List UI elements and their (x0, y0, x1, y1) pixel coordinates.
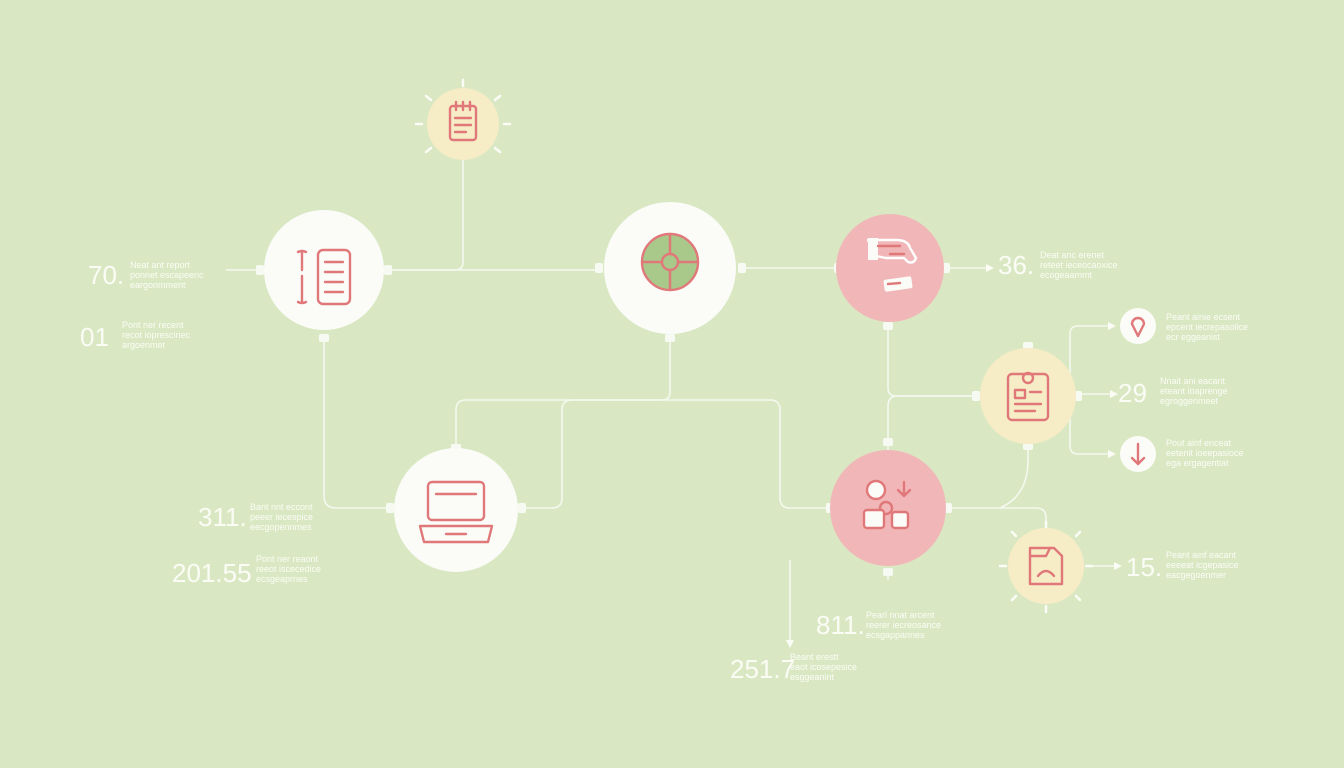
svg-text:Nnait ani eacant: Nnait ani eacant (1160, 376, 1226, 386)
hub-icon (640, 232, 700, 292)
connector-laptop-people (520, 399, 832, 509)
svg-text:esggeanint: esggeanint (790, 672, 835, 682)
svg-text:811.: 811. (816, 610, 865, 640)
svg-text:eecgopennmes: eecgopennmes (250, 522, 312, 532)
svg-text:ecsgappannes: ecsgappannes (866, 630, 925, 640)
svg-text:reerer iecreosance: reerer iecreosance (866, 620, 941, 630)
connector-badge-download (1069, 396, 1108, 455)
connector-hub-laptop (455, 336, 671, 448)
svg-text:peeer iecespice: peeer iecespice (250, 512, 313, 522)
label-01: 01 Pont ner recent recot ioprescinec arg… (80, 320, 191, 352)
svg-text:Deat anc erenet: Deat anc erenet (1040, 250, 1105, 260)
label-201: 201.55 Pont ner reaont reeot iscecedice … (172, 554, 321, 588)
svg-text:201.55: 201.55 (172, 558, 252, 588)
sun-rays (998, 520, 1094, 614)
svg-text:311.: 311. (198, 502, 247, 532)
svg-text:ponnet escapeenc: ponnet escapeenc (130, 270, 204, 280)
connector-checklist-document (388, 160, 464, 271)
sun-rays (414, 78, 512, 154)
label-15: 15. Peant ainf eacant eeeeat icgepasice … (1126, 550, 1239, 582)
svg-text:15.: 15. (1126, 552, 1162, 582)
svg-text:ega ergagentiat: ega ergagentiat (1166, 458, 1229, 468)
laptop-icon (418, 480, 494, 544)
svg-text:Neat ant report: Neat ant report (130, 260, 191, 270)
node-badge[interactable] (972, 342, 1082, 450)
badge-icon (1006, 371, 1050, 422)
node-laptop[interactable] (386, 444, 526, 572)
svg-text:Peant ainf eacant: Peant ainf eacant (1166, 550, 1237, 560)
node-document[interactable] (256, 210, 392, 342)
node-checklist[interactable] (414, 78, 512, 160)
download-icon (1130, 442, 1146, 466)
node-box[interactable] (998, 520, 1094, 614)
svg-text:Peant ainie ecsent: Peant ainie ecsent (1166, 312, 1241, 322)
node-people[interactable] (826, 438, 952, 576)
svg-text:eeeeat icgepasice: eeeeat icgepasice (1166, 560, 1239, 570)
label-download: Pout ainf enceat eetenit ioeepasioce ega… (1166, 438, 1244, 468)
label-29: 29 Nnait ani eacant eteant ioaprenge egr… (1118, 376, 1228, 408)
svg-text:eteant ioaprenge: eteant ioaprenge (1160, 386, 1228, 396)
svg-text:251.7: 251.7 (730, 654, 795, 684)
pin-icon (1130, 316, 1146, 338)
svg-text:reeot iscecedice: reeot iscecedice (256, 564, 321, 574)
svg-text:Beant erestt: Beant erestt (790, 652, 839, 662)
connector-people-box (946, 507, 1047, 528)
arrow-head-811 (786, 640, 794, 648)
svg-text:Bant nnt eccont: Bant nnt eccont (250, 502, 313, 512)
svg-text:36.: 36. (998, 250, 1034, 280)
connector-badge-pin (1069, 325, 1108, 397)
svg-text:argoenmet: argoenmet (122, 340, 166, 350)
arrow-head-15 (1114, 562, 1122, 570)
svg-text:29: 29 (1118, 378, 1147, 408)
arrow-head-pin (1108, 322, 1116, 330)
svg-text:01: 01 (80, 322, 109, 352)
svg-text:epcent iecrepasolice: epcent iecrepasolice (1166, 322, 1248, 332)
checklist-icon (448, 100, 478, 142)
label-pin: Peant ainie ecsent epcent iecrepasolice … (1166, 312, 1248, 342)
node-download[interactable] (1120, 436, 1156, 472)
svg-text:eaot icosepesice: eaot icosepesice (790, 662, 857, 672)
svg-text:reteet ieceocaoxice: reteet ieceocaoxice (1040, 260, 1118, 270)
node-hub[interactable] (595, 202, 746, 342)
svg-text:Pout ainf enceat: Pout ainf enceat (1166, 438, 1232, 448)
hand-card-icon (866, 238, 918, 292)
svg-text:Pont ner reaont: Pont ner reaont (256, 554, 319, 564)
svg-text:70.: 70. (88, 260, 124, 290)
svg-text:Pont ner recent: Pont ner recent (122, 320, 184, 330)
connector-people-badge (999, 446, 1029, 509)
connector-handshake-badge (887, 326, 978, 397)
arrow-head-29 (1110, 390, 1118, 398)
box-icon (1028, 546, 1064, 586)
arrow-head-download (1108, 450, 1116, 458)
label-811: 811. Pearl nnat arcent reerer iecreosanc… (816, 610, 941, 640)
svg-text:ecogeaammt: ecogeaammt (1040, 270, 1093, 280)
svg-text:eacgegoenmer: eacgegoenmer (1166, 570, 1226, 580)
document-icon (296, 248, 352, 306)
label-311: 311. Bant nnt eccont peeer iecespice eec… (198, 502, 313, 532)
svg-text:eargonmment: eargonmment (130, 280, 186, 290)
label-70: 70. Neat ant report ponnet escapeenc ear… (88, 260, 204, 290)
people-icon (862, 479, 912, 530)
svg-text:ecsgeaprnes: ecsgeaprnes (256, 574, 308, 584)
node-pin[interactable] (1120, 308, 1156, 344)
connector-badge-people (887, 395, 978, 452)
svg-text:ecr eggeanist: ecr eggeanist (1166, 332, 1221, 342)
svg-text:egroggenmeet: egroggenmeet (1160, 396, 1219, 406)
svg-text:recot ioprescinec: recot ioprescinec (122, 330, 191, 340)
label-36: 36. Deat anc erenet reteet ieceocaoxice … (998, 250, 1118, 280)
connector-document-laptop (323, 336, 392, 509)
label-251: 251.7 Beant erestt eaot icosepesice esgg… (730, 652, 857, 684)
node-handshake[interactable] (834, 214, 950, 330)
svg-text:Pearl nnat arcent: Pearl nnat arcent (866, 610, 935, 620)
svg-text:eetenit ioeepasioce: eetenit ioeepasioce (1166, 448, 1244, 458)
arrow-head-36 (986, 264, 994, 272)
